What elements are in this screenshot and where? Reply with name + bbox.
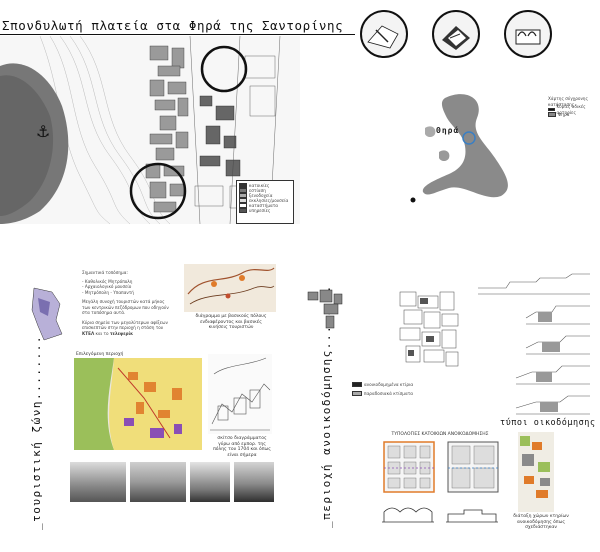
legend-label: υπηρεσίες xyxy=(249,207,271,213)
legend-label: εστίαση xyxy=(249,187,266,193)
circle-detail-2 xyxy=(432,10,480,58)
santorini-location-map xyxy=(410,94,508,203)
typology-sections xyxy=(382,507,498,523)
title-underline xyxy=(0,34,355,35)
landmark-item: - Αρχαιολογικό μουσείο xyxy=(82,284,132,289)
legend-label: ανοικοδομημένα κτίρια xyxy=(364,381,414,387)
legend-label: κατοικίες xyxy=(249,182,270,188)
landmark-item: - Μητρόπολη - Υπαπαντή xyxy=(82,289,134,295)
location-legend-title: Χάρτης σύγχρονης κατάστασης xyxy=(548,96,588,107)
location-label: Θηρά xyxy=(436,126,460,135)
types-plan-caption: ΤΥΠΟΛΟΓΙΕΣ ΚΑΤΟΙΚΙΩΝ ΑΝΟΙΚΟΔΟΜΗΣΗΣ xyxy=(391,432,489,437)
town-sketch-caption: σκίτσο διαγράμματος γύρω από εμπορ. της … xyxy=(213,436,271,458)
selected-area-caption: Επιλεγόμενη περιοχή xyxy=(76,352,124,357)
photo-3 xyxy=(190,462,230,502)
circle-detail-3 xyxy=(504,10,552,58)
legend-label: εκκλησίες/μουσεία xyxy=(249,197,289,203)
selected-area-map xyxy=(74,358,202,450)
tourist-zone-thumbnail-map xyxy=(31,287,63,341)
tourist-flow-paragraph: Μεγάλη συνοχή τουριστών κατά μήκος των κ… xyxy=(82,299,169,315)
town-sketch-drawing xyxy=(208,354,272,434)
page-title: Σπονδυλωτή πλατεία στα Φηρά της Σαντορίν… xyxy=(2,18,344,33)
tourist-interest-sketch xyxy=(184,264,276,312)
location-map-legend: Χάρτης σύγχρονης κατάστασης Κύριες οδικέ… xyxy=(548,96,594,117)
reconstruction-legend: ανοικοδομημένα κτίρια παραδοσιακά κτίσμα… xyxy=(352,382,413,396)
layout-plan-caption: διάταξη χώρων κτηρίων ανοικοδόμησης όπως… xyxy=(513,514,569,530)
legend-label: παραδοσιακά κτίσματα xyxy=(364,390,413,396)
sketch-caption: διάγραμμα με βασικούς πόλους ενδιαφέροντ… xyxy=(195,314,267,330)
location-legend-item: Φηρά xyxy=(558,111,570,117)
legend-label: καταστήματα xyxy=(249,202,279,208)
typology-plans xyxy=(383,441,499,493)
site-plan-map xyxy=(0,36,300,224)
reconstruction-plan xyxy=(399,291,459,367)
anchor-icon: ⚓ xyxy=(36,122,51,141)
tourist-zone-text: Σημαντικά τοπόσημα: - Καθολικός Μητρόπολ… xyxy=(82,270,174,336)
arrivals-paragraph: Κύρια σημεία των μεγαλύτερων αφίξεων επι… xyxy=(82,319,168,336)
reconstruction-thumbnail-map xyxy=(307,289,343,329)
location-legend-item: Κύριες οδικές αρτηρίες xyxy=(556,104,586,115)
layout-color-plan xyxy=(518,432,554,512)
building-sections xyxy=(478,273,590,415)
landmark-item: - Καθολικός Μητρόπολη xyxy=(82,278,133,284)
photo-1 xyxy=(70,462,126,502)
photo-2 xyxy=(130,462,186,502)
landmarks-heading: Σημαντικά τοπόσημα: xyxy=(82,270,128,275)
photo-4 xyxy=(234,462,274,502)
map-legend: κατοικίες εστίαση ξενοδοχεία εκκλησίες/μ… xyxy=(236,180,294,224)
circle-detail-1 xyxy=(360,10,408,58)
legend-label: ξενοδοχεία xyxy=(249,192,273,198)
tourist-zone-title: _τουριστική ζώνη........ xyxy=(30,335,43,530)
construction-types-title: τύποι οικοδόμησης xyxy=(500,418,596,428)
